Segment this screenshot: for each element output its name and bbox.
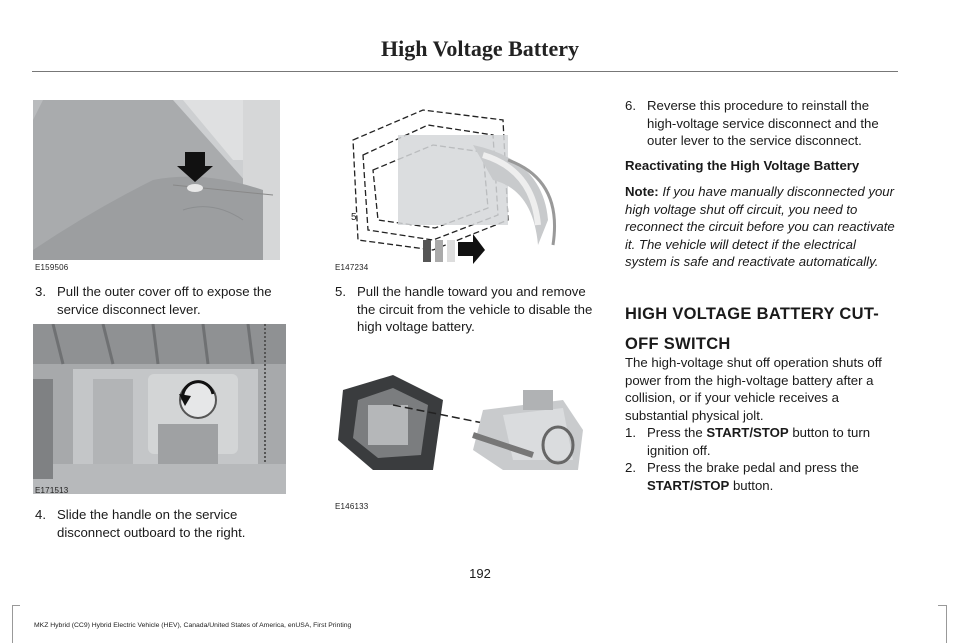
footer-text: MKZ Hybrid (CC9) Hybrid Electric Vehicle… — [34, 622, 352, 629]
step-text: Reverse this procedure to reinstall the … — [647, 98, 879, 148]
step-text: Slide the handle on the service disconne… — [57, 507, 246, 540]
cutoff-step-1: 1. Press the START/STOP button to turn i… — [625, 424, 900, 459]
header-rule — [32, 71, 898, 72]
cutoff-intro: The high-voltage shut off operation shut… — [625, 355, 882, 423]
step-number: 4. — [35, 507, 46, 522]
section-heading-line-2: OFF SWITCH — [625, 335, 731, 353]
section-heading-line-1: HIGH VOLTAGE BATTERY CUT- — [625, 305, 880, 323]
start-stop-label: START/STOP — [647, 477, 730, 493]
page-title: High Voltage Battery — [381, 36, 579, 61]
figure-code: E147234 — [335, 263, 369, 272]
figure-code: E159506 — [35, 263, 69, 272]
step-number: 1. — [625, 425, 636, 440]
step-3: 3. Pull the outer cover off to expose th… — [35, 283, 290, 318]
cutoff-step-2: 2. Press the brake pedal and press the S… — [625, 459, 900, 494]
figure-code: E171513 — [35, 486, 69, 495]
figure-circuit-removal — [333, 360, 595, 500]
step-4: 4. Slide the handle on the service disco… — [35, 506, 290, 541]
step-text-pre: Press the — [647, 425, 707, 440]
step-text: Press the START/STOP button to turn igni… — [647, 424, 900, 459]
step-text: Pull the outer cover off to expose the s… — [57, 284, 272, 317]
start-stop-label: START/STOP — [706, 425, 789, 440]
step-number: 2. — [625, 460, 636, 475]
step-text-post: button to turn ignition off. — [647, 425, 871, 458]
svg-text:5: 5 — [351, 212, 357, 223]
step-5: 5. Pull the handle toward you and remove… — [335, 283, 603, 336]
note-label: Note: — [625, 184, 659, 199]
step-text-pre: Press the brake pedal and press the — [647, 460, 859, 475]
step-number: 5. — [335, 284, 346, 299]
crop-mark — [938, 605, 946, 606]
figure-outer-cover — [33, 100, 280, 260]
crop-mark — [946, 605, 947, 643]
step-number: 6. — [625, 98, 636, 113]
crop-mark — [12, 605, 20, 606]
note-text: If you have manually disconnected your h… — [625, 184, 895, 269]
page-number: 192 — [469, 566, 491, 581]
step-6: 6. Reverse this procedure to reinstall t… — [625, 97, 900, 150]
note-paragraph: Note: If you have manually disconnected … — [625, 183, 900, 271]
figure-handle-dashed-outline: 5 — [333, 100, 580, 265]
figure-code: E146133 — [335, 502, 369, 511]
crop-mark — [12, 605, 13, 643]
subheading-reactivating: Reactivating the High Voltage Battery — [625, 158, 860, 173]
step-text-post: button. — [729, 477, 774, 493]
step-text: Press the brake pedal and press the STAR… — [647, 459, 900, 494]
step-number: 3. — [35, 284, 46, 299]
step-text: Pull the handle toward you and remove th… — [357, 284, 593, 334]
figure-service-disconnect-handle — [33, 324, 286, 494]
section-heading: HIGH VOLTAGE BATTERY CUT- OFF SWITCH — [625, 300, 900, 358]
